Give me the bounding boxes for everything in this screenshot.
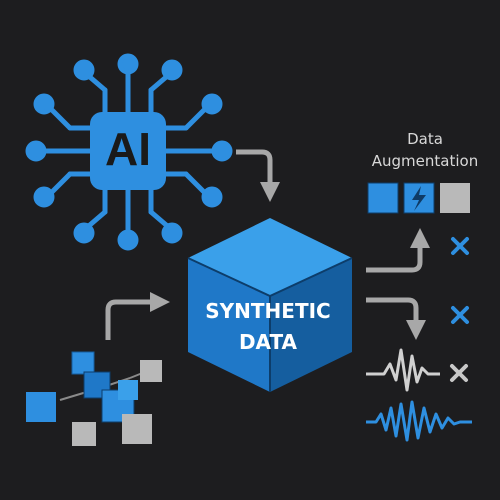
arrow-cube-down	[366, 297, 426, 340]
arrow-chip-to-cube	[236, 149, 280, 202]
scattered-data-blocks-icon	[26, 351, 162, 446]
augmentation-tiles	[367, 182, 470, 214]
cube-label-line1: SYNTHETIC	[205, 299, 330, 323]
tile-gray	[440, 183, 470, 213]
ai-chip-body	[90, 112, 166, 190]
x-icon	[450, 364, 468, 382]
waveform-icon	[366, 400, 472, 442]
tile-blue	[367, 182, 399, 214]
lightning-icon	[412, 186, 426, 211]
augmentation-title: Data Augmentation	[350, 128, 500, 172]
augmentation-title-line2: Augmentation	[371, 152, 479, 170]
x-icon	[451, 306, 469, 324]
x-icon	[451, 237, 469, 255]
arrow-blocks-to-cube	[105, 292, 170, 340]
cube-icon	[187, 218, 353, 392]
circuit-chip-icon	[25, 53, 233, 251]
arrow-cube-to-augmentation	[366, 228, 430, 273]
augmentation-title-line1: Data	[407, 130, 443, 148]
cube-label-line2: DATA	[239, 330, 298, 354]
ai-chip-label: AI	[105, 123, 151, 175]
waveform-icon	[366, 348, 440, 392]
